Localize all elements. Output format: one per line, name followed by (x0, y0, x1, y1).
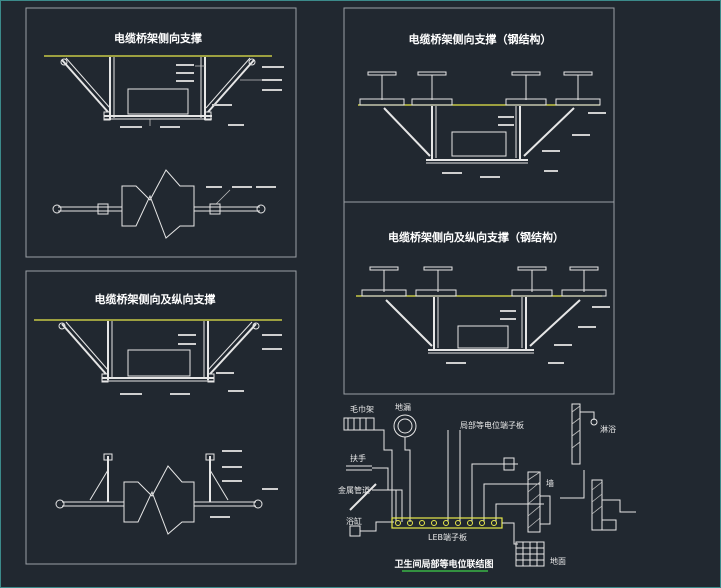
diagram-lateral-support (44, 55, 284, 239)
diagram-bathroom-equipotential: 毛巾架 地漏 扶手 金属管道 浴缸 局部等电位端子板 (338, 402, 636, 567)
label-bathtub: 浴缸 (346, 516, 362, 526)
label-equipotential-box: 局部等电位端子板 (460, 420, 524, 430)
title-bathroom-equipotential: 卫生间局部等电位联结图 (394, 558, 493, 570)
diagram-lateral-longitudinal-support (34, 319, 282, 535)
diagram-lateral-support-steel (358, 71, 606, 178)
frame-mid-right (343, 201, 615, 395)
label-ldz: LEB端子板 (428, 532, 467, 542)
title-lateral-longitudinal-support-steel: 电缆桥架侧向及纵向支撑（钢结构） (388, 230, 564, 244)
label-handrail: 扶手 (350, 453, 366, 463)
title-lateral-support-steel: 电缆桥架侧向支撑（钢结构） (409, 32, 552, 46)
label-shower: 淋浴 (600, 424, 616, 434)
label-metal-pipe: 金属管道 (338, 485, 370, 495)
diagram-lateral-longitudinal-support-steel (356, 266, 610, 364)
label-towel-rack: 毛巾架 (350, 404, 374, 414)
frame-top-left (25, 7, 297, 258)
equipotential-terminal-bar (391, 517, 503, 529)
label-floor: 地面 (550, 556, 566, 566)
title-lateral-longitudinal-support: 电缆桥架侧向及纵向支撑 (95, 292, 216, 306)
label-floor-drain: 地漏 (395, 402, 411, 412)
title-lateral-support: 电缆桥架侧向支撑 (114, 31, 202, 45)
frame-mid-left (25, 270, 297, 565)
label-wall: 墙 (546, 478, 554, 488)
